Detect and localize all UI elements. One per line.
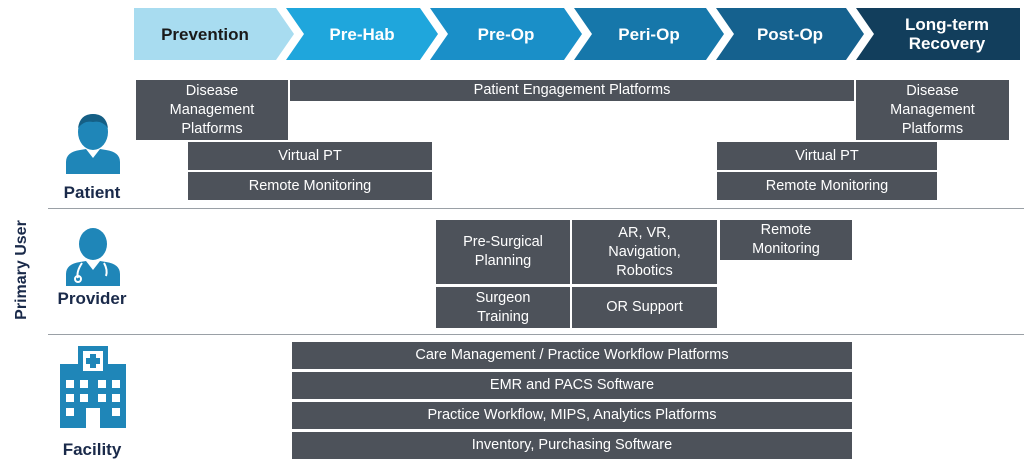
disease-management-box-right: Disease Management Platforms xyxy=(856,80,1009,140)
phase-label: Prevention xyxy=(161,24,249,44)
inventory-box: Inventory, Purchasing Software xyxy=(292,432,852,459)
row-label-facility: Facility xyxy=(62,440,122,459)
phase-chevron-post-op: Post-Op xyxy=(716,8,864,60)
phase-label: Pre-Hab xyxy=(329,24,395,44)
patient-person-icon xyxy=(62,110,124,179)
phase-chevron-shape xyxy=(716,8,864,60)
provider-doctor-icon xyxy=(62,226,124,291)
phase-label: Peri-Op xyxy=(618,24,680,44)
phase-chevron-pre-hab: Pre-Hab xyxy=(286,8,438,60)
remote-monitoring-box-right: Remote Monitoring xyxy=(717,172,937,200)
row-divider xyxy=(48,208,1024,209)
remote-monitoring-box-left: Remote Monitoring xyxy=(188,172,432,200)
phase-chevron-peri-op: Peri-Op xyxy=(574,8,724,60)
facility-hospital-icon xyxy=(60,346,126,433)
ar-vr-navigation-box: AR, VR, Navigation, Robotics xyxy=(572,220,717,284)
patient-engagement-box: Patient Engagement Platforms xyxy=(290,80,854,101)
phase-label: Post-Op xyxy=(756,24,824,44)
phase-chevron-shape xyxy=(134,8,294,60)
phase-label: Long-term Recovery xyxy=(904,15,990,53)
row-label-patient: Patient xyxy=(63,183,121,202)
phase-label: Pre-Op xyxy=(477,24,535,44)
phase-chevron-shape xyxy=(430,8,582,60)
primary-user-axis-label: Primary User xyxy=(13,220,30,320)
virtual-pt-box-left: Virtual PT xyxy=(188,142,432,170)
phase-chevron-long-term-recovery: Long-term Recovery xyxy=(856,8,1020,60)
phase-chevron-shape xyxy=(574,8,724,60)
practice-workflow-box: Practice Workflow, MIPS, Analytics Platf… xyxy=(292,402,852,429)
remote-monitoring-provider-box: Remote Monitoring xyxy=(720,220,852,260)
phase-chevron-shape xyxy=(856,8,1020,60)
pre-surgical-planning-box: Pre-Surgical Planning xyxy=(436,220,570,284)
row-label-provider: Provider xyxy=(57,289,127,308)
emr-pacs-box: EMR and PACS Software xyxy=(292,372,852,399)
virtual-pt-box-right: Virtual PT xyxy=(717,142,937,170)
care-management-box: Care Management / Practice Workflow Plat… xyxy=(292,342,852,369)
disease-management-box-left: Disease Management Platforms xyxy=(136,80,288,140)
phase-chevron-prevention: Prevention xyxy=(134,8,294,60)
row-divider xyxy=(48,334,1024,335)
phase-chevron-shape xyxy=(286,8,438,60)
surgeon-training-box: Surgeon Training xyxy=(436,287,570,328)
or-support-box: OR Support xyxy=(572,287,717,328)
phase-chevron-pre-op: Pre-Op xyxy=(430,8,582,60)
